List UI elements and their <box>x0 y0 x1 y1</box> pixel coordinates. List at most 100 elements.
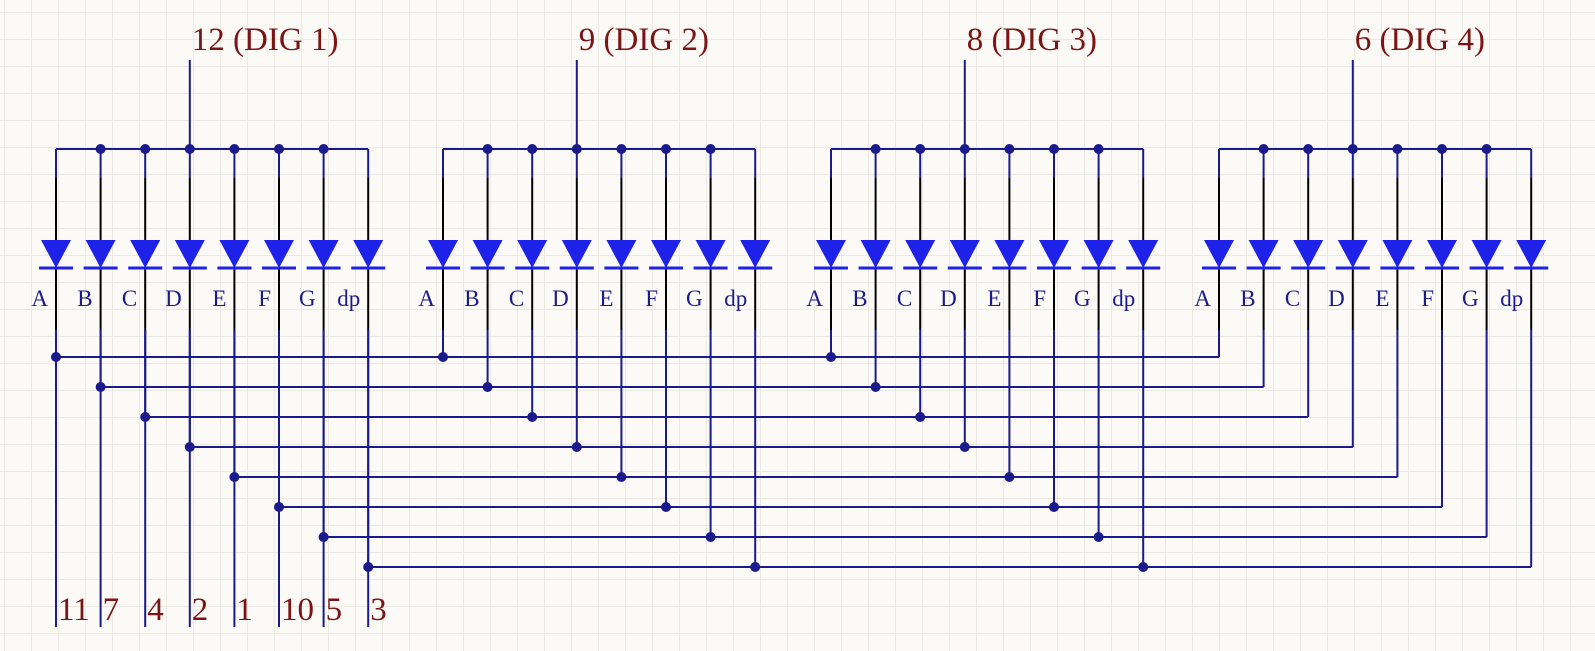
segment-bus-junction <box>571 442 582 452</box>
segment-pin-label: 7 <box>103 592 120 628</box>
diodes-layer <box>39 240 1549 270</box>
segment-bus-junction <box>51 352 61 362</box>
segment-bus-junction <box>274 502 284 512</box>
segment-label: B <box>464 286 479 311</box>
segment-label: C <box>122 286 137 311</box>
segment-bus-junction <box>140 412 151 422</box>
segment-label: G <box>1462 286 1479 311</box>
anode-bus-junction <box>140 144 151 154</box>
segment-bus-junction <box>915 412 926 422</box>
anode-bus-junction <box>184 144 195 154</box>
anode-bus-junction <box>959 144 970 154</box>
segment-label: B <box>852 286 867 311</box>
segment-label: G <box>686 286 703 311</box>
segment-label: D <box>165 286 182 311</box>
segment-bus-junction <box>363 562 374 572</box>
segment-label: A <box>1194 286 1211 311</box>
anode-bus-junction <box>482 144 493 154</box>
led-diode-icon <box>174 240 205 268</box>
segment-label: E <box>1375 286 1389 311</box>
segment-label: dp <box>1500 286 1523 311</box>
segment-bus-junction <box>229 472 240 482</box>
segment-label: A <box>806 286 823 311</box>
segment-label: G <box>1074 286 1091 311</box>
anode-bus-junction <box>1093 144 1104 154</box>
segment-bus-junction <box>184 442 195 452</box>
anode-bus-junction <box>1303 144 1314 154</box>
anode-bus-junction <box>571 144 582 154</box>
anode-bus-junction <box>661 144 671 154</box>
segment-bus-junction <box>826 352 836 362</box>
segment-pin-label: 11 <box>58 592 90 628</box>
segment-label: E <box>599 286 613 311</box>
segment-bus-junction <box>870 382 881 392</box>
led-diode-icon <box>1337 240 1368 268</box>
anode-bus-junction <box>1481 144 1492 154</box>
segment-bus-junction <box>661 502 671 512</box>
segment-label: D <box>940 286 957 311</box>
segment-pin-label: 3 <box>370 592 387 628</box>
segment-pin-label: 10 <box>281 592 314 628</box>
segment-bus-junction <box>705 532 716 542</box>
anode-bus-junction <box>705 144 716 154</box>
anode-bus-junction <box>870 144 881 154</box>
segment-bus-junction <box>482 382 493 392</box>
junctions-layer <box>51 144 1492 572</box>
segment-pin-label: 1 <box>236 592 253 628</box>
anode-bus-junction <box>274 144 284 154</box>
led-diode-icon <box>561 240 592 268</box>
anode-bus-junction <box>1437 144 1447 154</box>
led-diode-icon <box>816 240 846 268</box>
led-diode-icon <box>1248 240 1279 268</box>
digit-label: 9 (DIG 2) <box>579 22 709 58</box>
led-diode-icon <box>905 240 936 268</box>
segment-pin-label: 2 <box>192 592 209 628</box>
segment-label: F <box>1033 286 1046 311</box>
anode-bus-junction <box>915 144 926 154</box>
led-diode-icon <box>308 240 339 268</box>
segment-label: F <box>1421 286 1434 311</box>
digit-label: 6 (DIG 4) <box>1355 22 1485 58</box>
segment-label: B <box>77 286 92 311</box>
led-diode-icon <box>1039 240 1069 268</box>
segment-label: C <box>897 286 912 311</box>
led-diode-icon <box>428 240 458 268</box>
segment-bus-junction <box>1138 562 1149 572</box>
led-diode-icon <box>130 240 161 268</box>
segment-label: B <box>1240 286 1255 311</box>
led-diode-icon <box>740 240 771 268</box>
segment-label: C <box>1285 286 1300 311</box>
anode-bus-junction <box>318 144 329 154</box>
led-diode-icon <box>41 240 71 268</box>
segment-label: dp <box>337 286 360 311</box>
segment-bus-junction <box>1093 532 1104 542</box>
led-diode-icon <box>1427 240 1457 268</box>
led-diode-icon <box>1382 240 1413 268</box>
segment-bus-junction <box>438 352 448 362</box>
segment-label: F <box>258 286 271 311</box>
led-diode-icon <box>353 240 384 268</box>
segment-bus-junction <box>527 412 538 422</box>
led-diode-icon <box>219 240 250 268</box>
segment-label: G <box>299 286 316 311</box>
anode-bus-junction <box>95 144 106 154</box>
segment-bus-junction <box>318 532 329 542</box>
led-diode-icon <box>949 240 980 268</box>
segment-label: D <box>1328 286 1345 311</box>
led-diode-icon <box>85 240 116 268</box>
led-diode-icon <box>517 240 548 268</box>
led-diode-icon <box>606 240 637 268</box>
anode-bus-junction <box>616 144 627 154</box>
segment-label: A <box>418 286 435 311</box>
led-diode-icon <box>651 240 681 268</box>
segment-label: D <box>552 286 569 311</box>
digit-label: 12 (DIG 1) <box>192 22 339 58</box>
led-diode-icon <box>472 240 503 268</box>
segment-bus-junction <box>95 382 106 392</box>
segment-label: A <box>31 286 48 311</box>
segment-label: C <box>509 286 524 311</box>
led-diode-icon <box>1204 240 1234 268</box>
led-diode-icon <box>1516 240 1547 268</box>
